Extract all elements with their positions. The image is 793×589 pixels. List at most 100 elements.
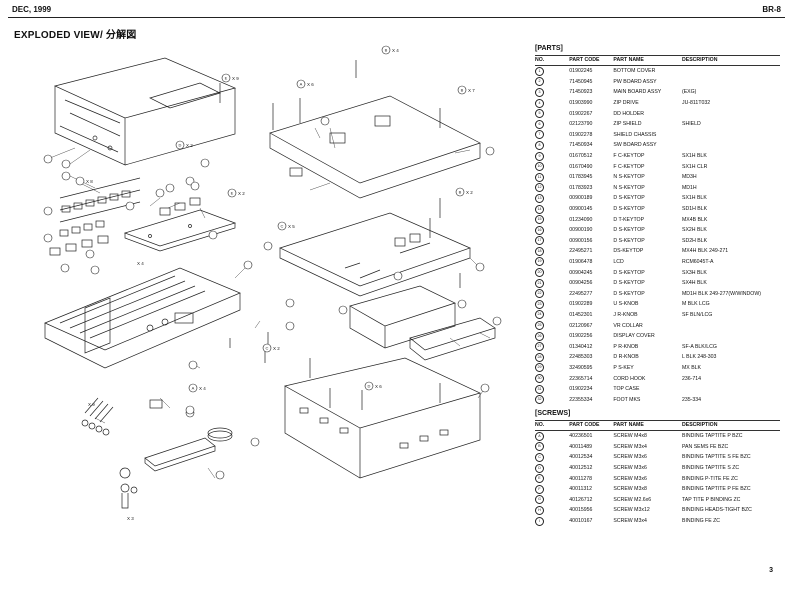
sw-board-part — [123, 209, 237, 252]
row-description: SD2H BLK — [681, 237, 708, 244]
item-number-badge: 20 — [535, 268, 544, 278]
leader-lines — [49, 127, 491, 479]
row-no: 30 — [535, 373, 569, 384]
item-number-badge: 5 — [535, 109, 544, 119]
row-part-code: 22495277 — [569, 290, 593, 297]
col-description: DESCRIPTION — [681, 56, 780, 66]
item-number-badge: 9 — [535, 151, 544, 161]
keytop-rows — [49, 177, 201, 256]
row-part-code: 40011312 — [569, 486, 592, 493]
row-part-name: N S-KEYTOP — [613, 184, 645, 191]
row-no: 23 — [535, 299, 569, 310]
row-part-code: 01902245 — [569, 68, 593, 75]
screw-letter-text: E B A B D B C E C A D — [179, 48, 464, 391]
row-part-name: CORD HOOK — [613, 375, 646, 382]
row-part-name: D S-KEYTOP — [613, 195, 645, 202]
row-description — [682, 384, 780, 395]
row-part-name: FOOT MKS — [613, 396, 641, 403]
row-part-code: 40015956 — [569, 507, 593, 514]
col-part-name: PART NAME — [613, 421, 682, 431]
screw-letter: D — [368, 384, 371, 389]
row-part-name: D S-KEYTOP — [613, 280, 645, 287]
row-part-code: 01340412 — [569, 343, 593, 350]
row-part-name: P S-KEY — [613, 364, 634, 371]
col-part-code: PART CODE — [569, 421, 614, 431]
row-no: 3 — [535, 87, 569, 98]
row-part-code: 40236501 — [569, 433, 593, 440]
item-number-badge: C — [535, 452, 544, 462]
col-part-name: PART NAME — [613, 56, 682, 66]
row-description: BINDING TAPTITE P FE BZC — [681, 486, 751, 493]
item-number-badge: H — [535, 505, 544, 515]
item-number-badge: F — [535, 484, 544, 494]
qty-label: X 9 — [88, 402, 95, 407]
row-no: 10 — [535, 161, 569, 172]
item-number-badge: 19 — [535, 257, 544, 267]
screw-marks — [219, 60, 461, 410]
row-no: G — [535, 495, 569, 506]
item-number-badge: D — [535, 463, 544, 473]
row-no: 14 — [535, 204, 569, 215]
item-number-badge: 22 — [535, 289, 544, 299]
row-part-name: P R-KNOB — [613, 343, 639, 350]
row-description: L BLK 248-303 — [681, 354, 717, 361]
row-part-code: 01903990 — [569, 100, 593, 107]
qty-label: X 2 — [238, 191, 245, 196]
screw-letter: E — [225, 76, 228, 81]
row-no: 2 — [535, 77, 569, 88]
row-description: TAP TITE P BINDING ZC — [681, 496, 741, 503]
row-part-code: 01902278 — [569, 131, 593, 138]
row-description: SX3H BLK — [681, 269, 707, 276]
row-description: SX1H CLR — [681, 163, 708, 170]
row-description: M BLK LCG — [681, 301, 710, 308]
row-description: MX BLK — [681, 364, 702, 371]
item-number-badge: 21 — [535, 278, 544, 288]
screw-letter: A — [192, 386, 195, 391]
row-part-code: 22355334 — [569, 396, 593, 403]
row-no: 9 — [535, 151, 569, 162]
row-description — [682, 77, 780, 88]
callout-circles — [43, 116, 502, 480]
row-description: RCM6045T-A — [681, 258, 714, 265]
row-part-code: 02120967 — [569, 322, 593, 329]
row-no: 18 — [535, 246, 569, 257]
shield-chassis-part — [284, 357, 481, 479]
screws-heading: [SCREWS] — [535, 410, 571, 417]
row-no: 4 — [535, 98, 569, 109]
item-number-badge: A — [535, 431, 544, 441]
row-part-name: SCREW M3x6 — [613, 465, 647, 472]
item-number-badge: 12 — [535, 183, 544, 193]
row-part-code: 01783945 — [569, 174, 593, 181]
row-description — [682, 320, 780, 331]
row-no: 7 — [535, 130, 569, 141]
row-part-name: ZIP DRIVE — [613, 100, 639, 107]
qty-label: X 2 — [466, 190, 473, 195]
row-part-code: 01670490 — [569, 163, 593, 170]
row-no: 12 — [535, 183, 569, 194]
row-description: SX4H BLK — [681, 280, 707, 287]
screw-letter: C — [266, 346, 269, 351]
item-number-badge: 8 — [535, 140, 544, 150]
row-description: BINDING HEADS-TIGHT BZC — [681, 507, 752, 514]
row-part-code: 71450923 — [569, 89, 593, 96]
item-number-badge: 18 — [535, 246, 544, 256]
top-case-part — [44, 267, 241, 369]
row-no: 5 — [535, 108, 569, 119]
item-number-badge: I — [535, 516, 544, 526]
